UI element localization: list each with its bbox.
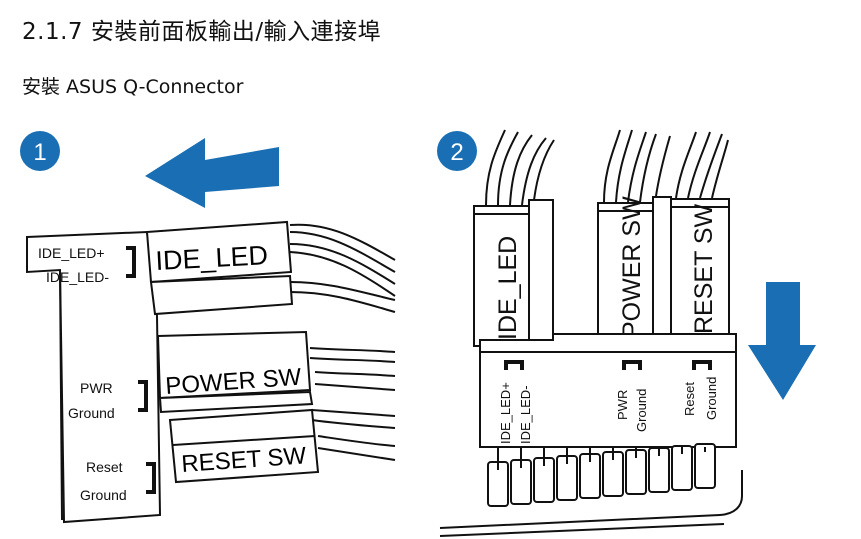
section-title: 安裝前面板輸出/輸入連接埠 xyxy=(90,19,382,45)
arrow-left-icon xyxy=(145,138,279,208)
motherboard-header xyxy=(439,443,743,537)
step1-pin-reset-ground: Ground xyxy=(80,487,127,503)
step2-badge-number: 2 xyxy=(450,139,463,166)
step2-pin-ide-led-plus: IDE_LED+ xyxy=(498,382,513,444)
step2-pin-reset-ground: Ground xyxy=(704,377,719,420)
step1-badge-number: 1 xyxy=(33,139,46,166)
step1-pin-ide-led-minus: IDE_LED- xyxy=(46,269,109,285)
step2-pin-reset: Reset xyxy=(682,382,697,416)
step1-pin-pwr: PWR xyxy=(80,380,113,396)
step1-ide-led-label: IDE_LED xyxy=(155,240,269,276)
step2-ide-led-label: IDE_LED xyxy=(494,236,522,340)
step2-reset-sw-label: RESET SW xyxy=(690,203,718,334)
step2-pin-pwr: PWR xyxy=(615,390,630,420)
step1-badge: 1 xyxy=(20,131,60,171)
step2-diagram: 2 xyxy=(437,129,816,537)
step2-power-sw-label: POWER SW xyxy=(618,196,646,338)
step1-pin-reset: Reset xyxy=(86,459,123,475)
step2-pin-ide-led-minus: IDE_LED- xyxy=(518,385,533,444)
step1-pin-pwr-ground: Ground xyxy=(68,405,115,421)
step1-pin-ide-led-plus: IDE_LED+ xyxy=(38,245,105,261)
step2-pin-pwr-ground: Ground xyxy=(634,389,649,432)
arrow-down-icon xyxy=(748,282,816,400)
subtitle: 安裝 ASUS Q-Connector xyxy=(22,76,244,98)
step2-badge: 2 xyxy=(437,131,477,171)
section-number: 2.1.7 xyxy=(22,19,84,45)
section-heading: 2.1.7 安裝前面板輸出/輸入連接埠 xyxy=(22,12,381,46)
step1-diagram: 1 IDE_LED xyxy=(20,131,396,524)
